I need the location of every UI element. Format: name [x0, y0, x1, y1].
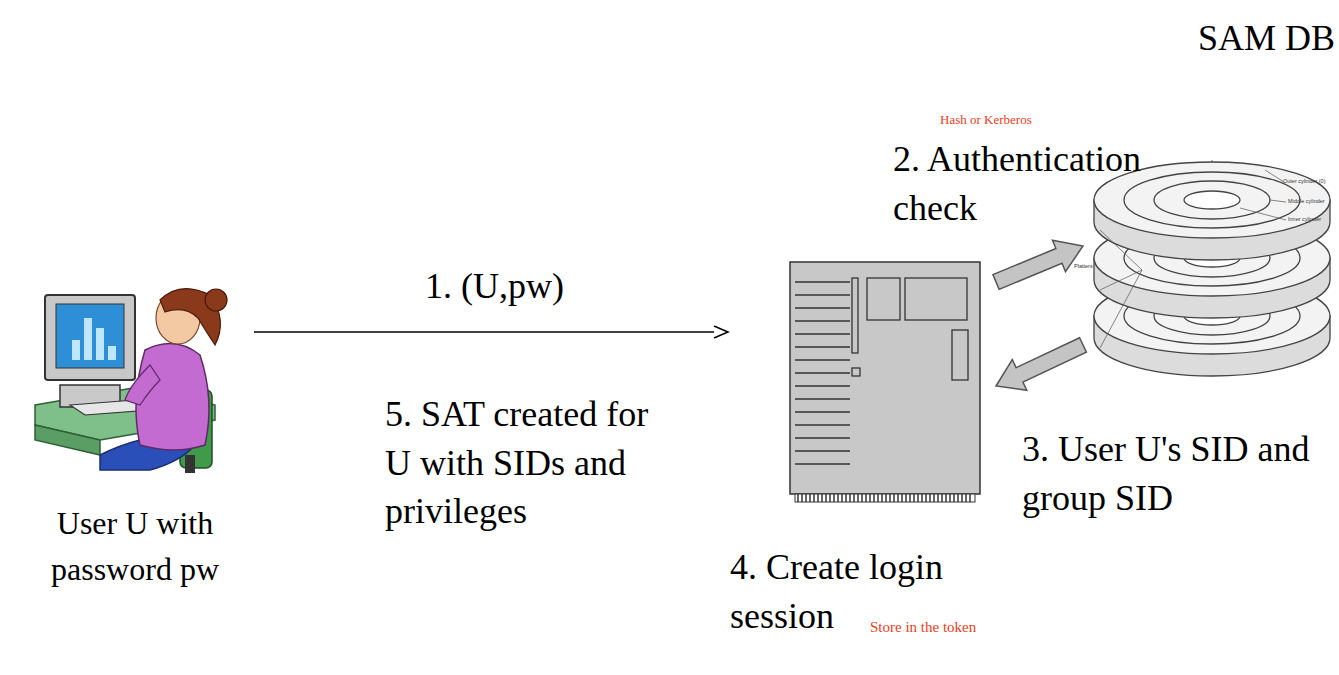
user-clipart [35, 289, 227, 473]
art-shape [795, 333, 850, 335]
art-shape [952, 330, 968, 380]
art-shape [795, 294, 850, 296]
art-shape [1154, 181, 1270, 219]
art-shape [1270, 200, 1286, 202]
art-shape [205, 289, 227, 311]
art-shape [795, 282, 850, 464]
annotation-note: Hash or Kerberos [940, 112, 1080, 128]
server-board [790, 262, 980, 502]
arrow-head [714, 326, 728, 338]
art-shape [795, 385, 850, 387]
edge-label: 1. (U,pw) [425, 262, 625, 311]
art-shape [1124, 172, 1300, 228]
block-arrow [996, 338, 1086, 391]
art-shape [1265, 170, 1284, 182]
edge-label: 3. User U's SID and group SID [1022, 425, 1322, 522]
edge-label: 2. Authentication check [893, 135, 1203, 232]
art-shape [790, 262, 980, 494]
art-shape [852, 278, 858, 353]
node-text: SAM DB [1085, 15, 1335, 62]
database-node: SAM DB [1085, 15, 1335, 410]
art-shape [1184, 191, 1240, 209]
art-shape [56, 304, 124, 368]
art-shape [108, 346, 116, 360]
art-shape [795, 359, 850, 361]
art-shape [96, 328, 104, 360]
art-shape [905, 278, 967, 320]
server-node: 4. Create login session [730, 258, 992, 640]
part-label: Middle cylinder [1288, 198, 1336, 204]
art-shape [1240, 208, 1286, 220]
art-shape [795, 281, 850, 283]
node-text: User U with password pw [20, 500, 250, 593]
art-shape [795, 494, 975, 502]
art-shape [185, 455, 195, 473]
art-shape [798, 494, 970, 502]
art-shape [795, 307, 850, 309]
art-shape [1100, 270, 1142, 290]
connector [254, 326, 728, 338]
connector [993, 240, 1083, 289]
part-label: Outer cylinder (0) [1283, 178, 1337, 184]
art-shape [852, 368, 860, 376]
art-shape [795, 424, 850, 426]
art-shape [795, 372, 850, 374]
art-shape [1100, 230, 1142, 270]
art-shape [795, 450, 850, 452]
art-shape [72, 340, 80, 360]
connector [996, 338, 1086, 391]
art-shape [84, 318, 92, 360]
arrow-line [254, 331, 714, 333]
art-shape [35, 425, 100, 455]
block-arrow [993, 240, 1083, 289]
art-shape [867, 278, 900, 320]
art-shape [795, 463, 850, 465]
art-shape [795, 437, 850, 439]
art-shape [45, 295, 135, 380]
art-shape [795, 320, 850, 322]
art-shape [125, 365, 160, 405]
disk-platters [1094, 160, 1330, 376]
art-shape [795, 398, 850, 400]
art-shape [795, 411, 850, 413]
part-label: Inner cylinder [1288, 216, 1336, 222]
art-shape [136, 344, 209, 450]
art-shape [1100, 270, 1142, 348]
art-shape [795, 346, 850, 348]
user-node: User U with password pw [20, 290, 250, 593]
step-text: 5. SAT created for U with SIDs and privi… [385, 390, 665, 536]
part-label: Platters [1074, 263, 1114, 269]
annotation-note: Store in the token [870, 618, 1020, 636]
